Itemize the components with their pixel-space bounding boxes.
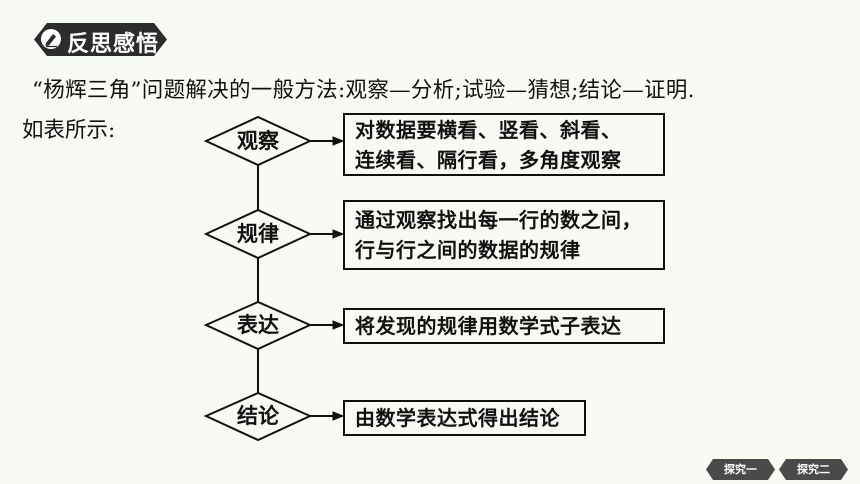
nav-button-next[interactable]: 探究二 [779,459,848,480]
section-title: 反思感悟 [67,32,160,57]
step-box-express: 将发现的规律用数学式子表达 [343,308,665,344]
pencil-icon [41,29,61,49]
step-box-line: 连续看、隔行看，多角度观察 [355,147,622,172]
lead-text: 如表所示: [22,118,116,143]
step-label-observe: 观察 [237,128,279,153]
intro-paragraph: “杨辉三角”问题解决的一般方法:观察—分析;试验—猜想;结论—证明. [32,78,695,103]
step-box-observe: 对数据要横看、竖看、斜看、 连续看、隔行看，多角度观察 [343,113,665,176]
step-box-pattern: 通过观察找出每一行的数之间， 行与行之间的数据的规律 [343,200,665,270]
step-box-line: 通过观察找出每一行的数之间， [355,208,642,232]
step-box-line: 将发现的规律用数学式子表达 [355,314,622,338]
section-badge: 反思感悟 [34,23,167,56]
step-label-conclude: 结论 [237,403,279,428]
step-box-line: 由数学表达式得出结论 [355,406,560,430]
step-label-express: 表达 [237,312,279,337]
step-box-conclude: 由数学表达式得出结论 [343,400,586,436]
step-box-line: 对数据要横看、竖看、斜看、 [355,117,622,142]
step-box-line: 行与行之间的数据的规律 [355,238,581,262]
step-label-pattern: 规律 [237,221,279,246]
nav-button-prev[interactable]: 探究一 [706,459,775,480]
